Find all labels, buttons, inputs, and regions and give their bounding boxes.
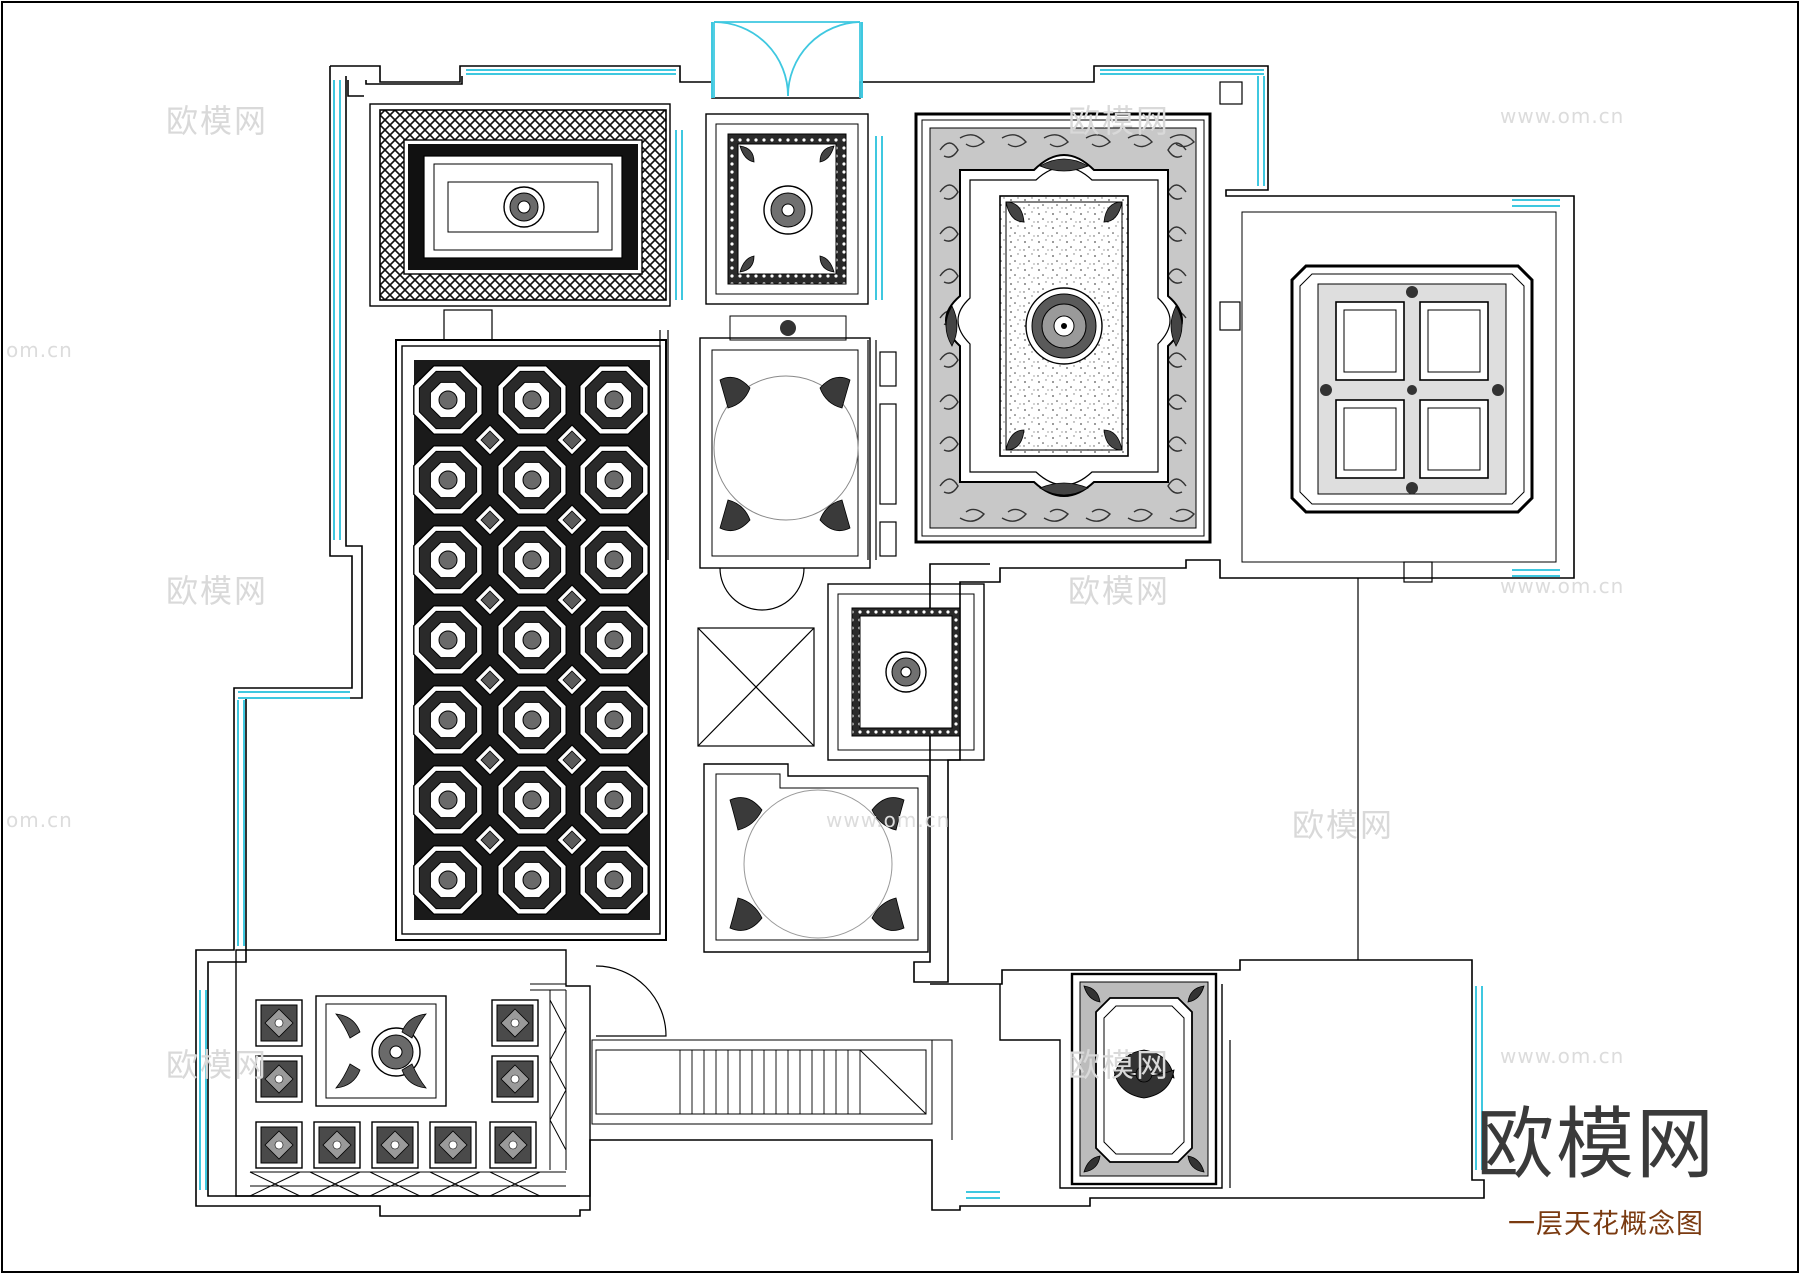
room-hall-medallion-ceiling bbox=[827, 583, 985, 761]
scroll-ornament bbox=[1169, 508, 1195, 522]
coffer-diamond bbox=[474, 744, 506, 776]
ceiling-panel bbox=[255, 1055, 303, 1103]
scroll-ornament bbox=[939, 184, 959, 200]
watermark-text: 欧模网 bbox=[166, 1046, 269, 1084]
coffer-octagon bbox=[497, 765, 567, 835]
scroll-ornament bbox=[959, 508, 985, 522]
coffer-octagon bbox=[579, 525, 649, 595]
scroll-ornament bbox=[939, 478, 959, 494]
ceiling-panel bbox=[371, 1121, 419, 1169]
scroll-ornament bbox=[1001, 134, 1027, 148]
coffer-octagon bbox=[413, 765, 483, 835]
scroll-ornament bbox=[1127, 134, 1153, 148]
coffer-diamond bbox=[556, 584, 588, 616]
ceiling-panel bbox=[255, 1121, 303, 1169]
scroll-ornament bbox=[1085, 134, 1111, 148]
ceiling-panel bbox=[489, 1121, 537, 1169]
coffer-octagon bbox=[413, 365, 483, 435]
watermark-url: www.om.cn bbox=[1500, 1044, 1625, 1068]
coffer-diamond bbox=[474, 824, 506, 856]
coffer-diamond bbox=[556, 424, 588, 456]
scroll-ornament bbox=[1043, 134, 1069, 148]
room-grand-ornate-ceiling bbox=[914, 112, 1212, 544]
coffer-octagon bbox=[497, 445, 567, 515]
coffer-diamond bbox=[474, 424, 506, 456]
watermark-url: www.om.cn bbox=[1500, 104, 1625, 128]
coffer-octagon bbox=[413, 525, 483, 595]
scroll-ornament bbox=[939, 142, 959, 158]
room-four-panel-ceiling bbox=[1241, 211, 1557, 563]
watermark-text: 欧模网 bbox=[1068, 102, 1171, 140]
coffer-diamond bbox=[556, 664, 588, 696]
room-medallion-ceiling-middle bbox=[699, 337, 871, 611]
watermark-url: www.om.cn bbox=[1500, 574, 1625, 598]
room-grid-panel-ceiling bbox=[235, 949, 591, 1197]
coffer-octagon bbox=[413, 605, 483, 675]
scroll-ornament bbox=[939, 352, 959, 368]
room-medallion-ceiling-lower bbox=[703, 763, 929, 953]
scroll-ornament bbox=[1167, 142, 1187, 158]
drawing-caption: 一层天花概念图 bbox=[1508, 1209, 1704, 1240]
lift-shaft bbox=[697, 627, 815, 747]
staircase bbox=[591, 1039, 953, 1140]
scroll-ornament bbox=[1043, 508, 1069, 522]
coffer-octagon bbox=[497, 685, 567, 755]
windows bbox=[199, 22, 1560, 1199]
coffer-octagon bbox=[579, 605, 649, 675]
wall-details bbox=[443, 81, 1433, 960]
watermark-text: 欧模网 bbox=[166, 102, 269, 140]
ceiling-panel bbox=[491, 1055, 539, 1103]
room-lattice-ceiling bbox=[369, 103, 671, 307]
coffer-octagon bbox=[497, 605, 567, 675]
coffer-octagon bbox=[579, 845, 649, 915]
coffer-diamond bbox=[556, 744, 588, 776]
coffer-octagon bbox=[413, 845, 483, 915]
coffer-octagon bbox=[579, 765, 649, 835]
scroll-ornament bbox=[1167, 478, 1187, 494]
ceiling-panel bbox=[491, 999, 539, 1047]
coffer-diamond bbox=[556, 504, 588, 536]
scroll-ornament bbox=[939, 268, 959, 284]
coffer-octagon bbox=[497, 845, 567, 915]
watermark-text: 欧模网 bbox=[1068, 1046, 1171, 1084]
scroll-ornament bbox=[939, 226, 959, 242]
scroll-ornament bbox=[1001, 508, 1027, 522]
room-octagon-coffer-ceiling bbox=[395, 339, 667, 941]
room-bottom-ornate-ceiling bbox=[999, 972, 1231, 1189]
entry-doors bbox=[713, 21, 861, 98]
coffer-octagon bbox=[413, 445, 483, 515]
watermark-text: 欧模网 bbox=[166, 572, 269, 610]
watermark-url: om.cn bbox=[6, 808, 73, 832]
scroll-ornament bbox=[1085, 508, 1111, 522]
coffer-octagon bbox=[413, 685, 483, 755]
ceiling-panel bbox=[313, 1121, 361, 1169]
room-entry-ceiling bbox=[705, 113, 869, 341]
watermark-url: www.om.cn bbox=[826, 808, 951, 832]
coffer-octagon bbox=[497, 525, 567, 595]
scroll-ornament bbox=[1169, 134, 1195, 148]
door-swing bbox=[595, 965, 667, 1037]
ceiling-panel bbox=[429, 1121, 477, 1169]
coffer-octagon bbox=[579, 445, 649, 515]
coffer-diamond bbox=[474, 664, 506, 696]
scroll-ornament bbox=[939, 394, 959, 410]
scroll-ornament bbox=[1127, 508, 1153, 522]
scroll-ornament bbox=[959, 134, 985, 148]
coffer-diamond bbox=[556, 824, 588, 856]
coffer-octagon bbox=[579, 365, 649, 435]
coffer-octagon bbox=[579, 685, 649, 755]
brand-watermark: 欧模网 bbox=[1476, 1100, 1717, 1190]
coffer-octagon bbox=[497, 365, 567, 435]
watermark-url: om.cn bbox=[6, 338, 73, 362]
coffer-diamond bbox=[474, 584, 506, 616]
ceiling-panel bbox=[255, 999, 303, 1047]
watermark-text: 欧模网 bbox=[1068, 572, 1171, 610]
coffer-diamond bbox=[474, 504, 506, 536]
scroll-ornament bbox=[939, 436, 959, 452]
watermark-text: 欧模网 bbox=[1292, 806, 1395, 844]
